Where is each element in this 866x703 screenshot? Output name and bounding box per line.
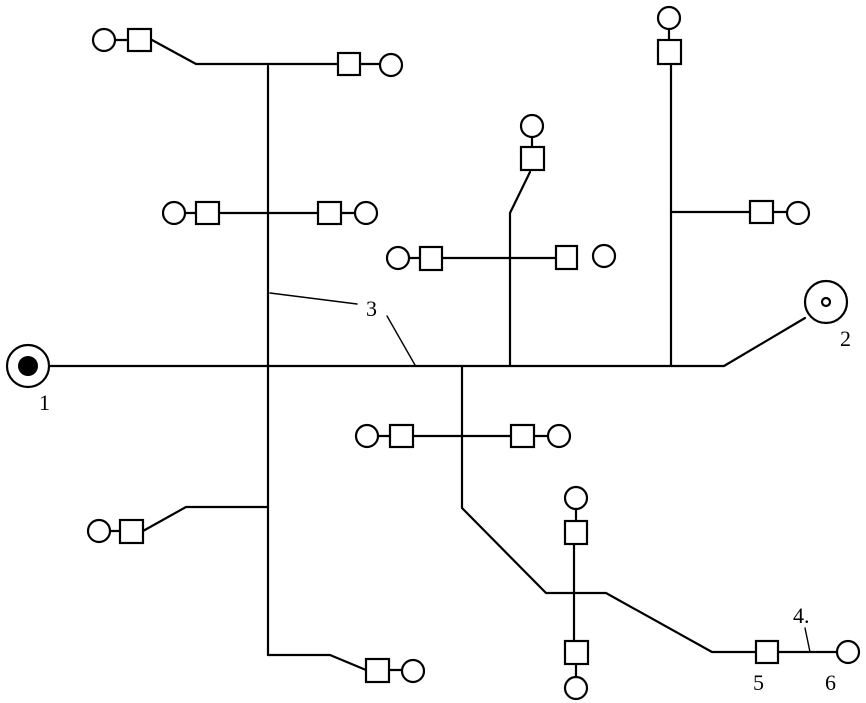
outlet-icon — [385, 245, 411, 271]
junction-box — [418, 245, 444, 272]
leader-lines — [269, 292, 811, 653]
outlet-icon — [400, 658, 426, 684]
junction-box — [519, 145, 546, 172]
outlet-icon — [546, 423, 572, 449]
junction-box — [563, 639, 590, 666]
junction-box — [509, 423, 536, 449]
outlet-icon — [91, 27, 117, 53]
junction-box — [554, 244, 579, 271]
label-source: 1 — [39, 390, 50, 415]
outlet-icon — [86, 518, 112, 544]
junction-box — [748, 199, 775, 225]
outlet-icon — [354, 423, 380, 449]
outlet-icon — [835, 639, 861, 665]
center-vertical-branch — [441, 170, 558, 368]
main-trunk — [48, 316, 807, 368]
source-node-icon — [5, 343, 51, 389]
junction-box — [118, 518, 145, 545]
outlet-icon — [563, 485, 589, 511]
junction-box — [364, 657, 391, 684]
stub-connectors — [108, 22, 790, 680]
junction-box — [388, 423, 415, 449]
outlet-icon — [519, 113, 545, 139]
label-outlet: 6 — [825, 670, 836, 695]
right-vertical-branch — [669, 62, 752, 368]
outlet-icon — [785, 200, 811, 226]
junction-box — [754, 639, 780, 665]
label-box: 5 — [753, 670, 764, 695]
junction-box — [656, 38, 683, 66]
junction-box — [336, 51, 362, 77]
outlet-icon — [161, 200, 187, 226]
outlet-icon — [378, 52, 404, 78]
junction-box — [563, 519, 589, 546]
lower-diagonal-branch — [411, 364, 840, 654]
junction-box — [194, 200, 221, 226]
label-trunk: 3 — [366, 296, 377, 321]
junction-box — [316, 200, 343, 226]
junction-boxes — [118, 27, 780, 684]
junction-box — [126, 27, 153, 53]
terminal-node-icon — [803, 279, 849, 325]
outlet-icon — [591, 243, 617, 269]
outlet-circles — [86, 5, 861, 701]
outlet-icon — [353, 200, 379, 226]
label-connector: 4. — [793, 603, 810, 628]
outlet-icon — [656, 5, 682, 31]
left-vertical-trunk — [141, 38, 368, 672]
label-terminal: 2 — [840, 326, 851, 351]
outlet-icon — [563, 675, 589, 701]
